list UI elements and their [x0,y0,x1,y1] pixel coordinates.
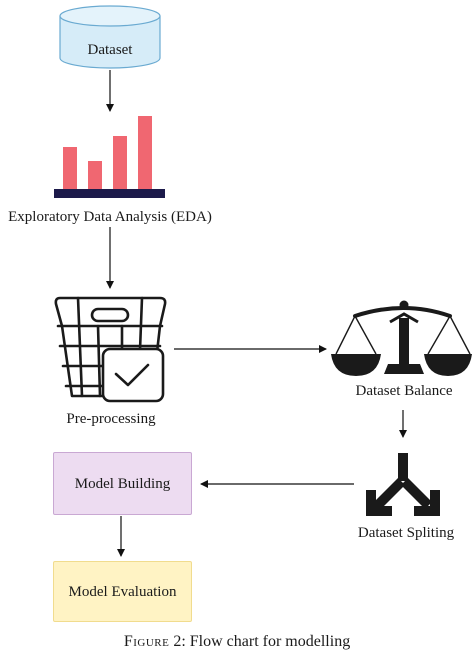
bar-3 [113,136,127,189]
bar-chart-icon [54,116,165,198]
database-cylinder-icon [59,5,161,69]
model-building-box: Model Building [53,452,192,515]
bar-1 [63,147,77,189]
preprocessing-label: Pre-processing [66,411,156,427]
caption-figure-word: Figure [123,633,170,650]
bar-2 [88,161,102,189]
figure-caption: Figure 2: Flow chart for modelling [0,632,474,652]
splitting-label: Dataset Spliting [357,525,455,541]
model-evaluation-label: Model Evaluation [68,583,177,600]
scales-icon [331,300,472,376]
caption-text: 2: Flow chart for modelling [169,633,351,650]
eda-label: Exploratory Data Analysis (EDA) [8,209,212,225]
model-building-label: Model Building [74,475,171,492]
balance-label: Dataset Balance [355,383,453,399]
basket-check-icon [54,296,167,403]
bar-base [54,189,165,198]
dataset-label: Dataset [87,42,133,58]
bar-4 [138,116,152,189]
model-evaluation-box: Model Evaluation [53,561,192,622]
split-arrows-icon [366,453,440,516]
